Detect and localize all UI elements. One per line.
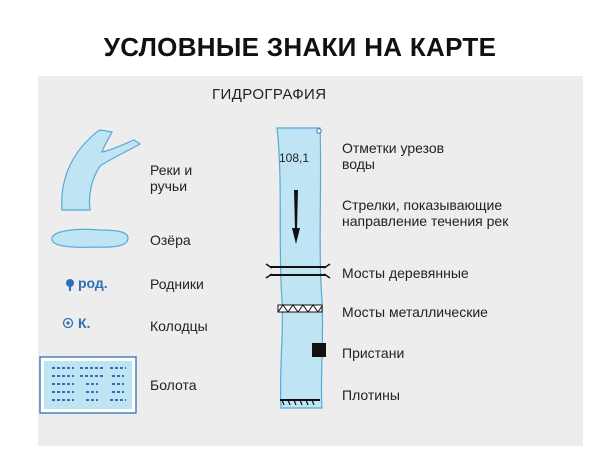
rivers-label-line2: ручьи: [150, 178, 188, 194]
piers-label: Пристани: [342, 345, 405, 361]
wooden-bridges-label: Мосты деревянные: [342, 265, 469, 281]
water-elevation-marker: [316, 128, 322, 134]
dams-label: Плотины: [342, 387, 400, 403]
flow-arrow-icon: [292, 190, 300, 244]
wells-label: Колодцы: [150, 318, 208, 334]
spring-symbol-text: род.: [78, 275, 108, 291]
metal-bridges-label: Мосты металлические: [342, 304, 488, 320]
water-marks-label: Отметки урезов воды: [342, 140, 444, 172]
well-icon: [62, 317, 74, 329]
flow-arrows-label: Стрелки, показывающие направление течени…: [342, 197, 508, 229]
rivers-label-line1: Реки и: [150, 162, 193, 178]
river-icon: [61, 129, 142, 211]
lakes-label: Озёра: [150, 232, 191, 248]
rivers-label: Реки и ручьи: [150, 162, 192, 194]
swamp-icon: [39, 356, 137, 414]
wooden-bridge-icon: [265, 263, 331, 279]
water-marks-line1: Отметки урезов: [342, 140, 445, 156]
metal-bridge-icon: [277, 304, 323, 313]
lake-icon: [51, 228, 129, 248]
dam-icon: [280, 399, 320, 406]
pier-icon: [312, 343, 326, 357]
section-heading: ГИДРОГРАФИЯ: [212, 86, 327, 103]
elevation-value: 108,1: [279, 151, 310, 165]
flow-arrows-line1: Стрелки, показывающие: [342, 197, 503, 213]
spring-icon: [66, 279, 74, 291]
water-marks-line2: воды: [342, 156, 375, 172]
flow-arrows-line2: направление течения рек: [342, 213, 509, 229]
well-symbol-text: К.: [78, 315, 91, 331]
slide-title: УСЛОВНЫЕ ЗНАКИ НА КАРТЕ: [103, 32, 497, 62]
swamps-label: Болота: [150, 377, 197, 393]
springs-label: Родники: [150, 276, 204, 292]
